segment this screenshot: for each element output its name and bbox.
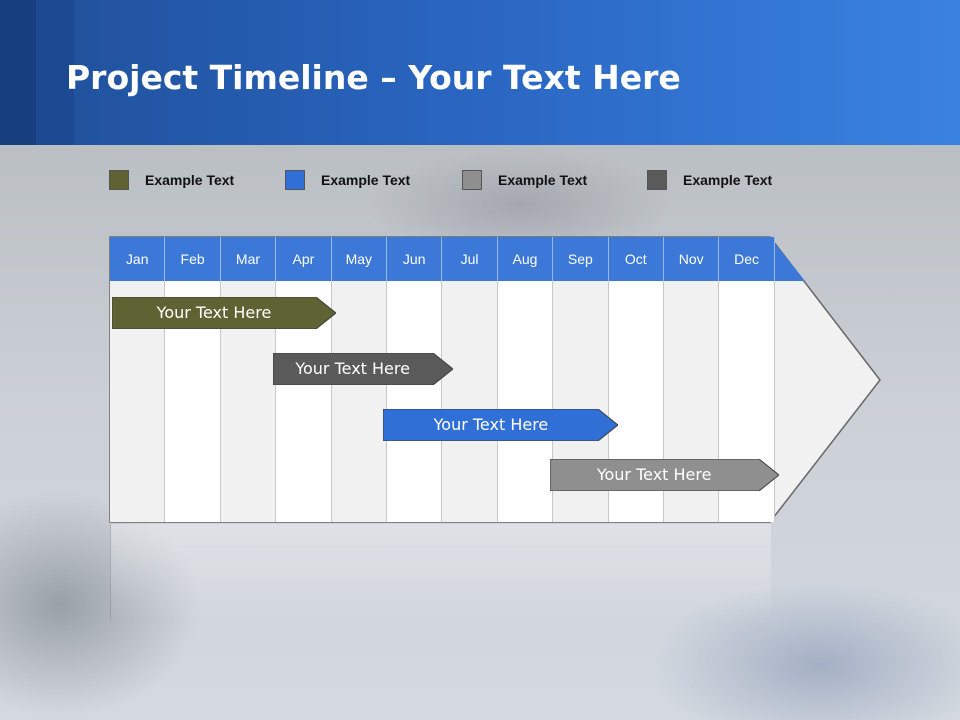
- task-bar[interactable]: Your Text Here: [383, 409, 619, 441]
- task-arrow: [383, 409, 619, 441]
- task-arrow: [272, 353, 453, 385]
- month-header-jul: Jul: [442, 237, 498, 281]
- task-bar[interactable]: Your Text Here: [272, 353, 453, 385]
- month-header-may: May: [331, 237, 387, 281]
- task-label: Your Text Here: [596, 465, 712, 484]
- task-arrow: [549, 459, 779, 491]
- legend-swatch: [109, 170, 129, 190]
- month-column: [331, 281, 387, 522]
- task-label: Your Text Here: [295, 359, 410, 378]
- legend-swatch: [647, 170, 667, 190]
- month-header-apr: Apr: [276, 237, 332, 281]
- legend-label: Example Text: [498, 172, 588, 188]
- slide-title: Project Timeline – Your Text Here: [66, 58, 681, 97]
- month-column: [442, 281, 498, 522]
- month-header-mar: Mar: [220, 237, 277, 281]
- task-label: Your Text Here: [156, 303, 272, 322]
- task-arrow: [112, 297, 336, 329]
- legend-label: Example Text: [321, 172, 411, 188]
- legend-label: Example Text: [683, 172, 773, 188]
- month-header-jan: Jan: [110, 237, 166, 281]
- month-header-jun: Jun: [387, 237, 443, 281]
- timeline-reflection: [110, 524, 771, 620]
- legend-label: Example Text: [145, 172, 235, 188]
- month-header-sep: Sep: [553, 237, 609, 281]
- header-stripe: [0, 0, 36, 145]
- month-header-dec: Dec: [719, 237, 775, 281]
- header-band: Project Timeline – Your Text Here: [0, 0, 960, 145]
- task-bar[interactable]: Your Text Here: [549, 459, 779, 491]
- task-bar[interactable]: Your Text Here: [112, 297, 336, 329]
- header-stripe: [36, 0, 74, 145]
- month-header-nov: Nov: [664, 237, 720, 281]
- title-bold: Project Timeline: [66, 58, 369, 97]
- month-column: [387, 281, 443, 522]
- legend-swatch: [285, 170, 305, 190]
- title-rest: – Your Text Here: [368, 58, 681, 97]
- task-label: Your Text Here: [433, 415, 549, 434]
- legend-swatch: [462, 170, 482, 190]
- month-column: [497, 281, 554, 522]
- month-header-feb: Feb: [165, 237, 221, 281]
- month-header-aug: Aug: [497, 237, 554, 281]
- month-header-oct: Oct: [608, 237, 664, 281]
